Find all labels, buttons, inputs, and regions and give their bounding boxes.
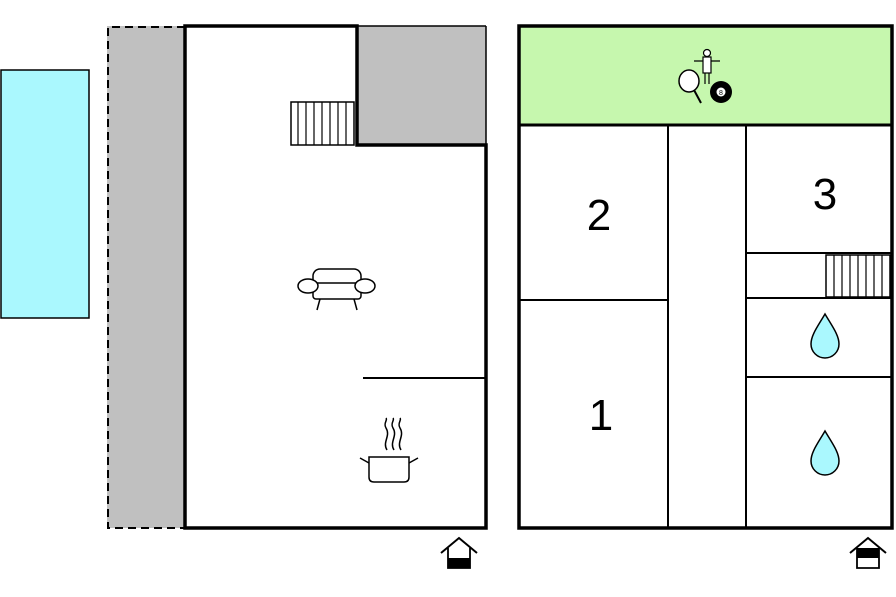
- entrance-icon: [440, 536, 478, 569]
- stairs-icon: [290, 101, 355, 146]
- ground-floor-walls: [183, 24, 488, 530]
- water-drop-icon: [810, 429, 840, 476]
- entrance-icon: [849, 536, 887, 569]
- covered-area: [357, 26, 486, 145]
- bedroom-3-label: 3: [813, 170, 837, 219]
- cooking-pot-icon: [359, 417, 419, 483]
- stairs-icon: [825, 254, 891, 298]
- svg-text:8: 8: [719, 90, 723, 97]
- terrace-outline: [107, 26, 185, 529]
- bedroom-1-label: 1: [589, 391, 613, 440]
- sofa-icon: [297, 268, 376, 311]
- water-drop-icon: [810, 312, 840, 359]
- bedroom-2-label: 2: [587, 191, 611, 240]
- pool: [0, 69, 90, 319]
- terrace: [107, 26, 185, 528]
- upper-floor-walls: [517, 24, 894, 530]
- games-icon: 8: [678, 48, 732, 104]
